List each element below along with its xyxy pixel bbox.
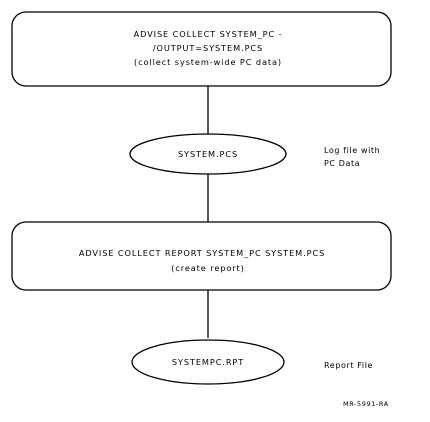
figure-id: MR-5991-RA — [343, 400, 389, 408]
log-file-ellipse — [129, 133, 287, 175]
log-file-node: SYSTEM.PCS — [129, 133, 287, 175]
collect-step-box: ADVISE COLLECT SYSTEM_PC - /OUTPUT=SYSTE… — [11, 11, 392, 87]
collect-command-line-1: ADVISE COLLECT SYSTEM_PC - — [134, 29, 283, 39]
collect-description: (collect system-wide PC data) — [134, 57, 282, 67]
report-step-frame — [11, 221, 392, 291]
report-file-node: SYSTEMPC.RPT — [131, 339, 285, 385]
report-step-box: ADVISE COLLECT REPORT SYSTEM_PC SYSTEM.P… — [11, 221, 392, 291]
collect-command-line-2: /OUTPUT=SYSTEM.PCS — [153, 43, 263, 53]
log-file-name: SYSTEM.PCS — [178, 149, 238, 159]
report-file-ellipse — [131, 339, 285, 385]
report-file-name: SYSTEMPC.RPT — [172, 357, 244, 367]
report-file-description: Report File — [324, 361, 373, 370]
report-description: (create report) — [171, 263, 245, 273]
log-file-description-line-1: Log file with — [324, 146, 380, 155]
collect-step-frame — [11, 11, 392, 87]
report-command-line: ADVISE COLLECT REPORT SYSTEM_PC SYSTEM.P… — [79, 248, 325, 258]
log-file-description-line-2: PC Data — [324, 159, 360, 168]
